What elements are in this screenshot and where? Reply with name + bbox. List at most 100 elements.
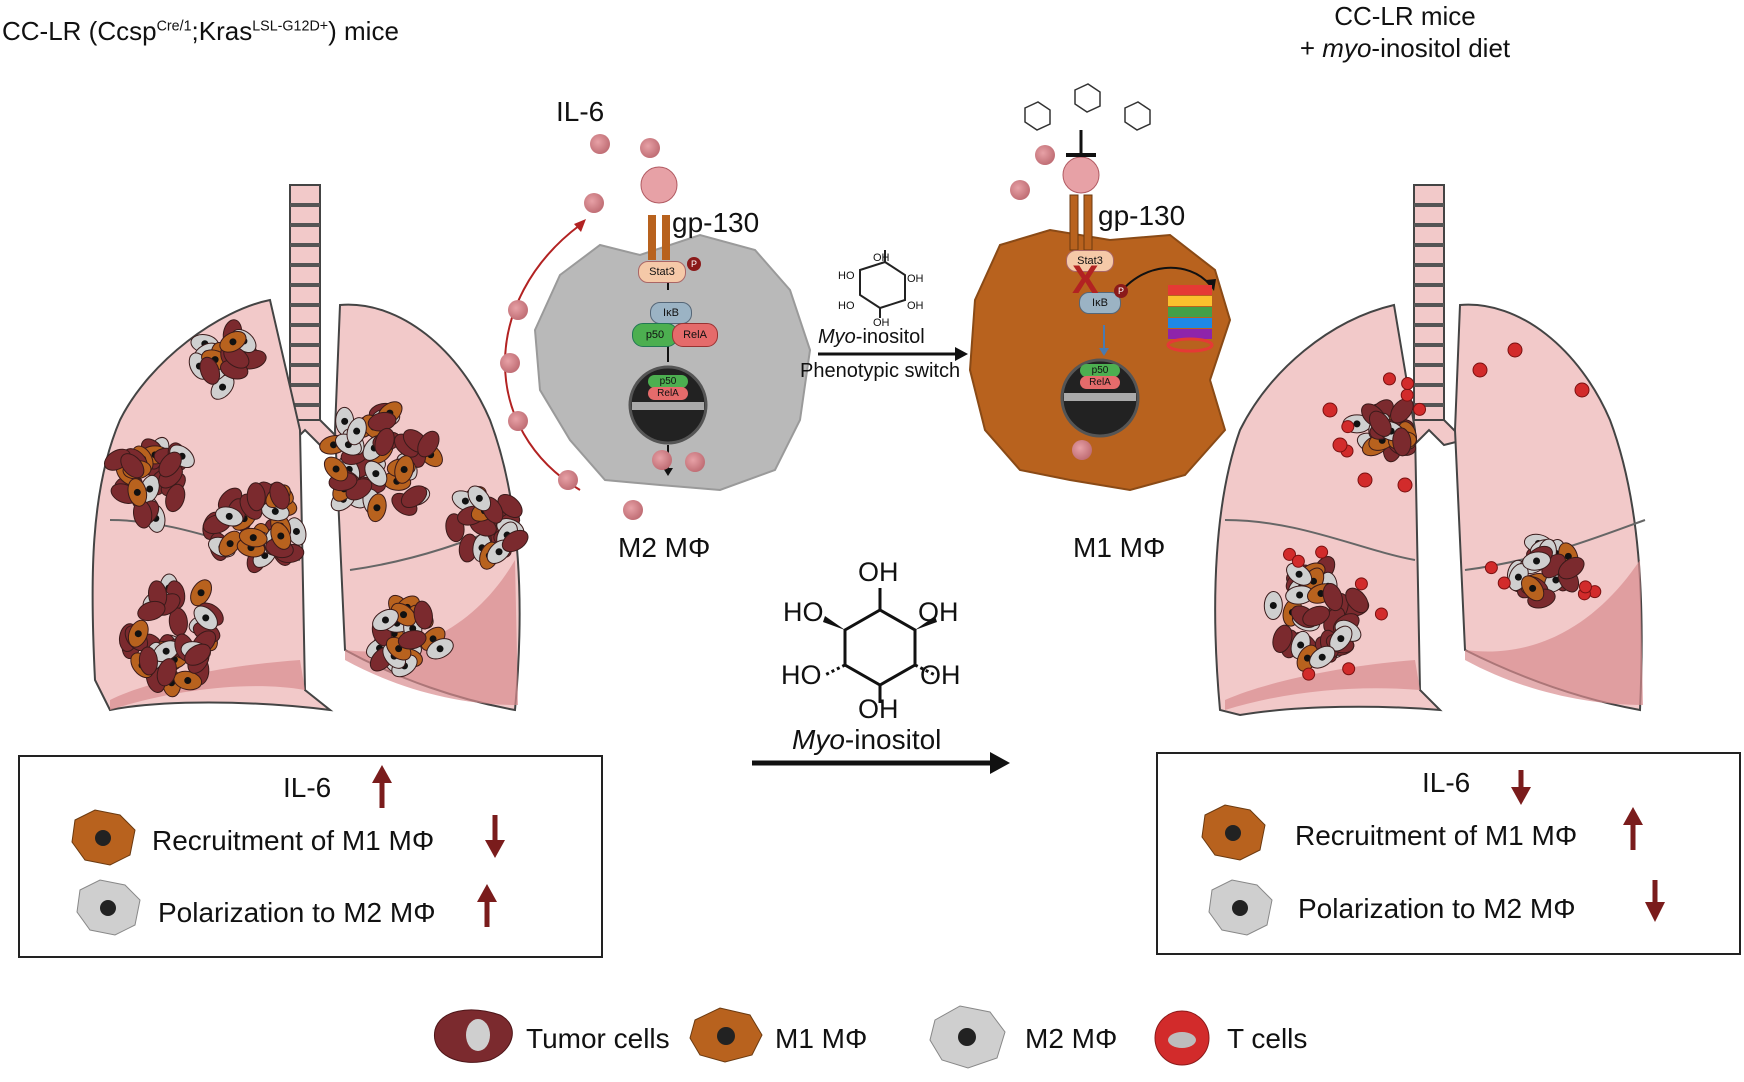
- right-box-row1: Recruitment of M1 MΦ: [1295, 820, 1578, 851]
- t-cell: [1354, 577, 1368, 591]
- cell-nucleus: [219, 383, 227, 391]
- down-arrow-icon: [1645, 880, 1665, 922]
- cell-nucleus: [353, 427, 361, 435]
- t-cell: [1291, 554, 1305, 568]
- cell-nucleus: [271, 507, 279, 515]
- t-cell: [1315, 545, 1329, 559]
- legend-tumor-label: Tumor cells: [526, 1023, 670, 1054]
- t-cell: [1507, 342, 1523, 358]
- large-mol-ho-lower: HO: [781, 660, 822, 690]
- small-mol-ho-left: HO: [838, 270, 855, 282]
- left-box-row2: Polarization to M2 MΦ: [158, 897, 436, 928]
- cell-nucleus: [1303, 654, 1311, 662]
- right-title-plus: +: [1299, 33, 1323, 63]
- m2-p-mark: P: [687, 257, 701, 271]
- il6-particle: [508, 300, 528, 320]
- cell-nucleus: [372, 470, 380, 478]
- tumor-cluster: [1484, 533, 1602, 609]
- cell-nucleus: [1514, 573, 1522, 581]
- t-cell: [1397, 477, 1413, 493]
- m1-caption: M1 MΦ: [1073, 532, 1166, 563]
- cell-nucleus: [134, 630, 142, 638]
- t-cell: [1342, 662, 1356, 676]
- m1-p-mark: P: [1114, 284, 1128, 298]
- switch-agent-label: Myo-inositol: [818, 326, 925, 349]
- cell-nucleus: [162, 647, 170, 655]
- tumor-cell: [1558, 556, 1585, 580]
- up-arrow-icon: [372, 765, 392, 808]
- t-cell: [1322, 402, 1338, 418]
- m1-stat3-pill: Stat3: [1066, 250, 1114, 272]
- m2-macrophage-icon: [76, 879, 141, 936]
- tumor-cell: [199, 356, 221, 385]
- t-cell: [1578, 580, 1592, 594]
- tumor-cell: [1322, 583, 1343, 612]
- small-mol-oh-lower: OH: [907, 300, 924, 312]
- cell-nucleus: [332, 465, 340, 473]
- down-arrow-icon: [485, 815, 505, 858]
- t-cell-icon: [1154, 1010, 1210, 1066]
- tumor-cell: [120, 453, 145, 479]
- tumor-cluster: [118, 573, 224, 698]
- right-title-line1: CC-LR mice: [1334, 1, 1476, 31]
- il6-particle: [558, 470, 578, 490]
- left-title-suffix: ) mice: [328, 16, 399, 46]
- t-cell: [1484, 561, 1498, 575]
- cell-nucleus: [1552, 576, 1560, 584]
- right-box-row2: Polarization to M2 MΦ: [1298, 893, 1576, 924]
- tumor-cell: [497, 494, 523, 519]
- left-title-sup1: Cre/1: [156, 18, 192, 35]
- right-title-diet: -inositol diet: [1371, 33, 1511, 63]
- t-cell: [1332, 437, 1348, 453]
- m1-macrophage-icon: [689, 1007, 763, 1063]
- il6-particle: [590, 134, 610, 154]
- cell-nucleus: [395, 645, 403, 653]
- switch-caption: Phenotypic switch: [800, 360, 961, 382]
- tumor-cluster: [202, 481, 307, 574]
- cell-nucleus: [341, 417, 349, 425]
- cell-nucleus: [1533, 557, 1541, 565]
- m2-nuclear-rela: RelA: [648, 387, 688, 400]
- m2-caption: M2 MΦ: [618, 532, 711, 563]
- cell-nucleus: [381, 616, 389, 624]
- cell-nucleus: [292, 527, 300, 535]
- tumor-cell: [413, 600, 433, 630]
- cell-nucleus: [400, 466, 408, 474]
- t-cell: [1497, 576, 1511, 590]
- il6-particle: [640, 138, 660, 158]
- tumor-cluster: [1340, 372, 1427, 463]
- cell-nucleus: [1296, 591, 1304, 599]
- tumor-cell: [417, 430, 440, 458]
- il6-particle: [1072, 440, 1092, 460]
- large-mol-name-italic: Myo: [792, 724, 845, 755]
- cell-nucleus: [400, 611, 408, 619]
- cell-nucleus: [330, 441, 338, 449]
- tumor-cluster: [365, 594, 454, 678]
- cell-nucleus: [1269, 601, 1277, 609]
- cell-nucleus: [436, 645, 444, 653]
- small-mol-oh-right: OH: [907, 273, 924, 285]
- il6-particle: [584, 193, 604, 213]
- m1-macrophage-icon: [1201, 804, 1266, 861]
- tumor-cell: [165, 483, 186, 513]
- tumor-cell: [1392, 427, 1412, 457]
- tumor-cell: [397, 629, 427, 650]
- left-title-mid: ;Kras: [191, 16, 253, 46]
- cell-nucleus: [1295, 570, 1303, 578]
- m2-rela-pill: RelA: [672, 323, 718, 347]
- cell-nucleus: [184, 677, 192, 685]
- m2-nuclear-p50: p50: [648, 375, 688, 388]
- cell-nucleus: [197, 589, 205, 597]
- m1-gp130-label: gp-130: [1098, 200, 1186, 231]
- t-cell: [1413, 402, 1427, 416]
- large-mol-oh-right: OH: [918, 597, 959, 627]
- cell-nucleus: [1529, 584, 1537, 592]
- t-cell: [1401, 377, 1415, 391]
- large-mol-name: Myo-inositol: [792, 724, 941, 756]
